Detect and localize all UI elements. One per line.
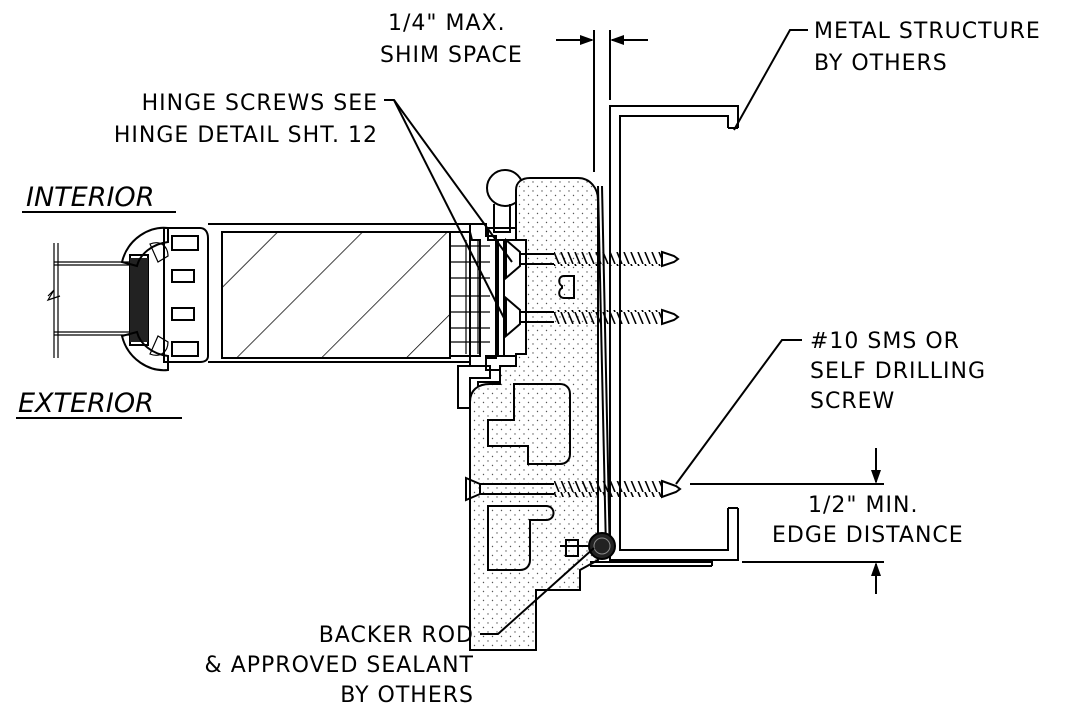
metal-structure-leader [733,29,808,131]
edge-distance-label-line2: EDGE DISTANCE [772,523,964,548]
backer-rod-label-line1: BACKER ROD [319,623,474,648]
exterior-label: EXTERIOR [18,388,154,419]
edge-distance-dimension [690,448,884,594]
shim-dimension [556,30,648,172]
interior-label: INTERIOR [26,182,154,213]
hinge-screw-upper [505,237,680,281]
metal-structure-label-line1: METAL STRUCTURE [814,19,1041,44]
metal-structure-channel [590,105,739,567]
sms-screw-label-line3: SCREW [810,389,895,414]
metal-structure-label-line2: BY OTHERS [814,51,948,76]
sms-screw-leader [675,339,802,485]
glass-pane [46,243,130,358]
hinge-screw-lower [505,295,680,339]
door-stile [163,223,497,367]
hinge-screws-label-line1: HINGE SCREWS SEE [142,91,378,116]
hinge-screws-leader [384,99,513,323]
sms-screw-label-line2: SELF DRILLING [810,359,986,384]
shim-space-label-line2: SHIM SPACE [380,43,523,68]
backer-rod-label-line2: & APPROVED SEALANT [205,653,474,678]
frame-anchor-screw [465,476,682,502]
edge-distance-label-line1: 1/2" MIN. [808,493,918,518]
frame-profile [469,177,599,651]
glazing-gasket [120,226,169,372]
backer-rod-sealant [560,532,616,560]
backer-rod-leader [480,547,595,635]
hinge-screws-label-line2: HINGE DETAIL SHT. 12 [114,123,378,148]
sms-screw-label-line1: #10 SMS OR [810,329,960,354]
backer-rod-label-line3: BY OTHERS [340,683,474,706]
shim-space-label-line1: 1/4" MAX. [388,11,506,36]
